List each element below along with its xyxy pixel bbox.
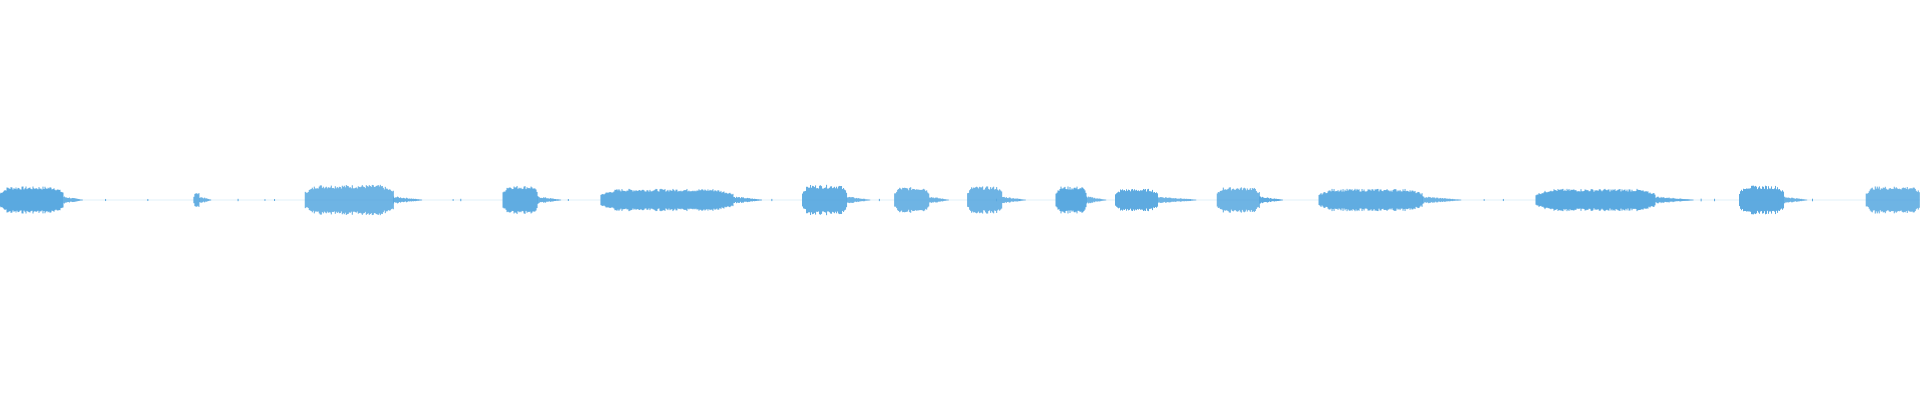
waveform-bars	[0, 184, 1920, 216]
